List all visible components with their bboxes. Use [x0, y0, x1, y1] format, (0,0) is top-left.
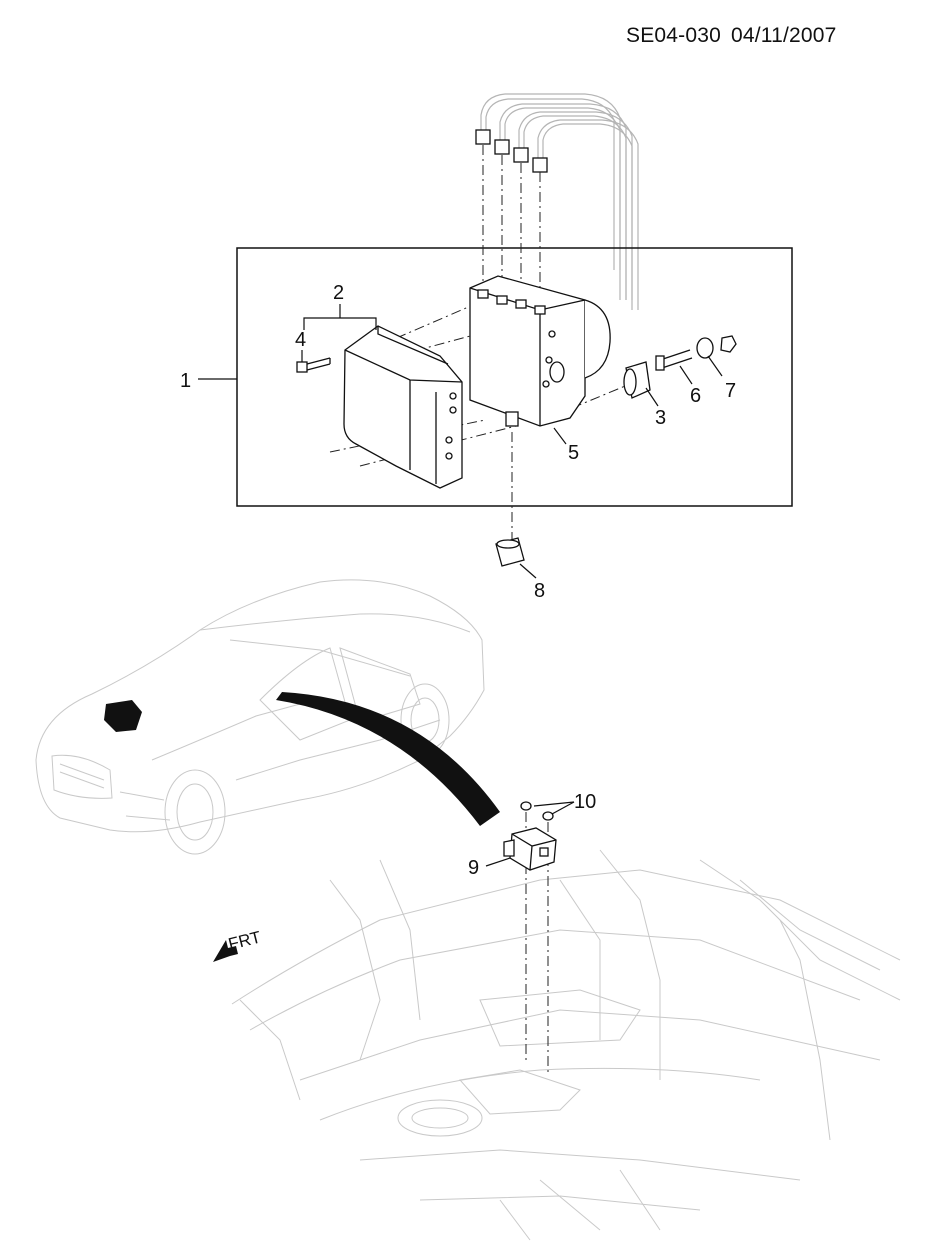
grommet-part-8	[495, 537, 525, 567]
underbody-outline	[231, 849, 901, 1241]
callout-1: 1	[180, 370, 191, 392]
callout-8: 8	[534, 580, 545, 602]
module-location-marker	[104, 700, 142, 732]
callout-10: 10	[574, 791, 596, 813]
callout-3: 3	[655, 407, 666, 429]
assembly-detail-box	[236, 247, 793, 507]
callout-leaders	[198, 304, 723, 867]
control-module-part-2	[343, 325, 463, 489]
callout-2: 2	[333, 282, 344, 304]
front-direction-arrow	[213, 940, 238, 962]
direction-label: FRT	[226, 928, 262, 954]
vehicle-illustration	[35, 579, 485, 855]
callout-6: 6	[690, 385, 701, 407]
location-arrow	[276, 692, 500, 826]
drawing-code: SE04-030	[626, 24, 722, 47]
callout-5: 5	[568, 442, 579, 464]
nuts-part-10	[520, 801, 554, 821]
drawing-header: SE04-030 04/11/2007	[626, 24, 847, 48]
callout-7: 7	[725, 380, 736, 402]
callout-9: 9	[468, 857, 479, 879]
callout-4: 4	[295, 329, 306, 351]
hydraulic-modulator-part-5	[469, 275, 611, 427]
sensor-part-9	[503, 827, 557, 871]
mount-parts-3-6-7	[623, 335, 737, 399]
brake-lines	[475, 93, 639, 310]
drawing-date: 04/11/2007	[731, 24, 837, 47]
